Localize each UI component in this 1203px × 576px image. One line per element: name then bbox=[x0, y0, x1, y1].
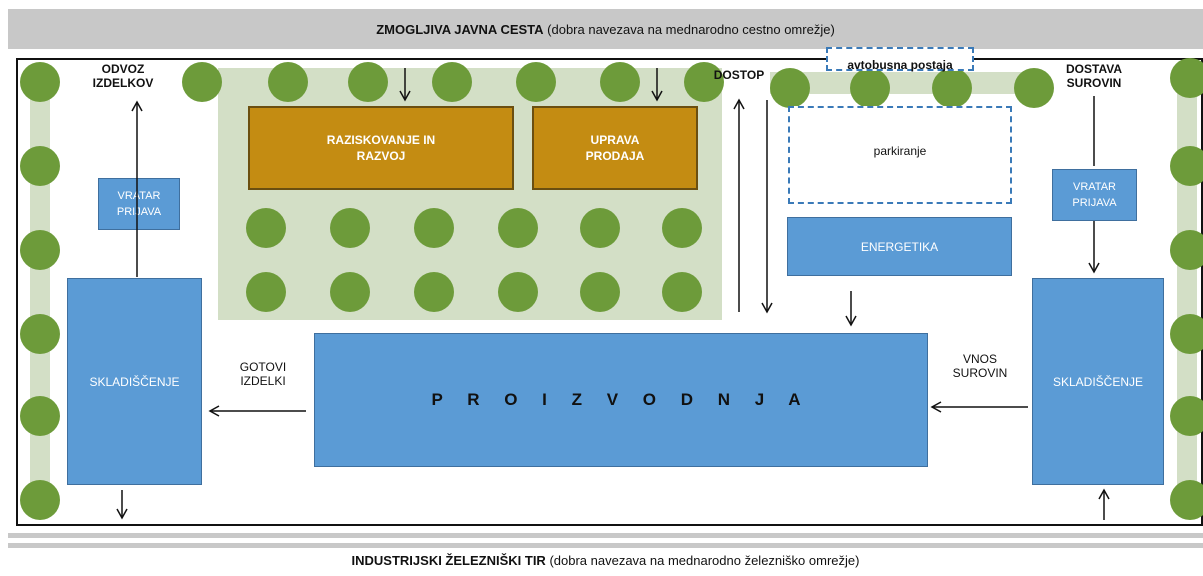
product-dispatch-label: ODVOZ IZDELKOV bbox=[92, 62, 154, 90]
tree-icon bbox=[1170, 480, 1203, 520]
management-label: UPRAVA PRODAJA bbox=[585, 133, 645, 163]
production-hall: P R O I Z V O D N J A bbox=[314, 333, 928, 467]
bus-stop-area bbox=[826, 47, 974, 71]
tree-icon bbox=[1170, 230, 1203, 270]
tree-icon bbox=[182, 62, 222, 102]
tree-icon bbox=[20, 480, 60, 520]
tree-icon bbox=[684, 62, 724, 102]
tree-icon bbox=[770, 68, 810, 108]
parking-label: parkiranje bbox=[873, 144, 927, 158]
tree-icon bbox=[516, 62, 556, 102]
storage-right: SKLADIŠČENJE bbox=[1032, 278, 1164, 485]
tree-icon bbox=[580, 272, 620, 312]
tree-icon bbox=[246, 208, 286, 248]
tree-icon bbox=[662, 272, 702, 312]
public-road bbox=[8, 9, 1203, 49]
tree-icon bbox=[246, 272, 286, 312]
gate-right: VRATAR PRIJAVA bbox=[1052, 169, 1137, 221]
rnd-building: RAZISKOVANJE IN RAZVOJ bbox=[248, 106, 514, 190]
parking-area bbox=[788, 106, 1012, 204]
raw-input-label: VNOS SUROVIN bbox=[952, 352, 1008, 380]
rail-track-2 bbox=[8, 543, 1203, 548]
rnd-label: RAZISKOVANJE IN RAZVOJ bbox=[326, 133, 436, 163]
tree-icon bbox=[1170, 314, 1203, 354]
access-label: DOSTOP bbox=[713, 68, 765, 82]
tree-icon bbox=[20, 314, 60, 354]
tree-icon bbox=[1170, 146, 1203, 186]
tree-icon bbox=[498, 208, 538, 248]
tree-icon bbox=[414, 272, 454, 312]
tree-icon bbox=[1170, 58, 1203, 98]
tree-icon bbox=[580, 208, 620, 248]
energy-building: ENERGETIKA bbox=[787, 217, 1012, 276]
tree-icon bbox=[330, 208, 370, 248]
storage-left: SKLADIŠČENJE bbox=[67, 278, 202, 485]
tree-icon bbox=[20, 396, 60, 436]
tree-icon bbox=[20, 230, 60, 270]
tree-icon bbox=[414, 208, 454, 248]
railway-label: INDUSTRIJSKI ŽELEZNIŠKI TIR (dobra navez… bbox=[351, 553, 860, 568]
tree-icon bbox=[330, 272, 370, 312]
tree-icon bbox=[932, 68, 972, 108]
tree-icon bbox=[432, 62, 472, 102]
tree-icon bbox=[20, 62, 60, 102]
raw-delivery-label: DOSTAVA SUROVIN bbox=[1066, 62, 1122, 90]
tree-icon bbox=[1014, 68, 1054, 108]
tree-icon bbox=[850, 68, 890, 108]
tree-icon bbox=[268, 62, 308, 102]
rail-track-1 bbox=[8, 533, 1203, 538]
gate-left: VRATAR PRIJAVA bbox=[98, 178, 180, 230]
tree-icon bbox=[348, 62, 388, 102]
public-road-label: ZMOGLJIVA JAVNA CESTA (dobra navezava na… bbox=[376, 22, 835, 37]
management-building: UPRAVA PRODAJA bbox=[532, 106, 698, 190]
tree-icon bbox=[20, 146, 60, 186]
site-boundary bbox=[16, 58, 1203, 526]
tree-icon bbox=[662, 208, 702, 248]
bus-stop-label: avtobusna postaja bbox=[847, 58, 953, 72]
tree-icon bbox=[1170, 396, 1203, 436]
tree-icon bbox=[498, 272, 538, 312]
finished-goods-label: GOTOVI IZDELKI bbox=[239, 360, 287, 388]
tree-icon bbox=[600, 62, 640, 102]
